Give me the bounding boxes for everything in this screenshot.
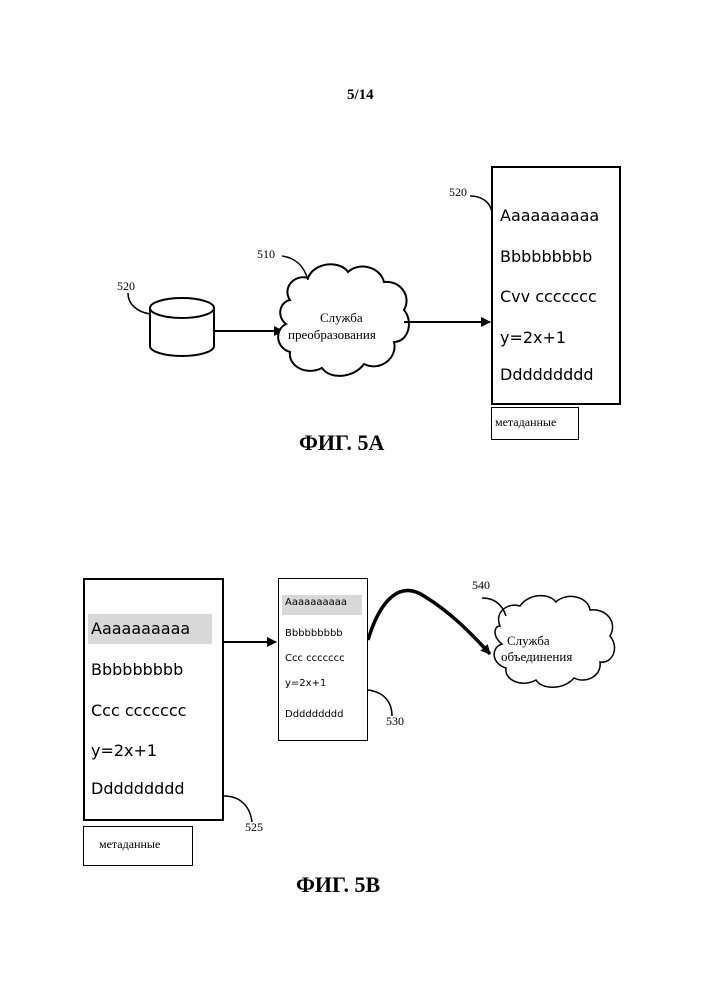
small-document-line: Bbbbbbbbb bbox=[285, 628, 343, 639]
document-line: Aaaaaaaaaa bbox=[500, 206, 599, 225]
ref-label-540: 540 bbox=[472, 578, 490, 593]
service-label-line2: преобразования bbox=[288, 327, 376, 343]
page-number: 5/14 bbox=[347, 87, 374, 104]
small-document-line: Ddddddddd bbox=[285, 709, 343, 720]
document-line: Bbbbbbbbb bbox=[500, 247, 592, 266]
database-icon bbox=[150, 298, 214, 356]
document-line: Aaaaaaaaaa bbox=[91, 619, 190, 638]
document-box: Aaaaaaaaaa Bbbbbbbbb Cvv ccccccc y=2x+1 … bbox=[491, 166, 621, 405]
leader-line-520-doc bbox=[470, 196, 492, 212]
small-document-box: Aaaaaaaaaa Bbbbbbbbb Ccc ccccccc y=2x+1 … bbox=[278, 578, 368, 741]
ref-label-510: 510 bbox=[257, 247, 275, 262]
document-line: Ddddddddd bbox=[500, 365, 594, 384]
leader-line-520-db bbox=[128, 293, 150, 314]
arrow-small-document-to-merge-service bbox=[368, 590, 490, 654]
merge-service-label-line2: объединения bbox=[501, 649, 572, 665]
metadata-box: метаданные bbox=[491, 407, 579, 440]
small-document-line: Ccc ccccccc bbox=[285, 653, 345, 664]
document-line: Ddddddddd bbox=[91, 779, 185, 798]
small-document-line: y=2x+1 bbox=[285, 678, 326, 689]
leader-line-525 bbox=[224, 796, 252, 822]
service-label-line1: Служба bbox=[320, 310, 363, 326]
figure-caption-5a: ФИГ. 5А bbox=[299, 430, 384, 456]
figure-caption-5b: ФИГ. 5В bbox=[296, 872, 380, 898]
document-line: y=2x+1 bbox=[500, 328, 566, 347]
small-document-line: Aaaaaaaaaa bbox=[285, 597, 347, 608]
ref-label-520-doc: 520 bbox=[449, 185, 467, 200]
metadata-label: метаданные bbox=[495, 415, 556, 430]
ref-label-520-db: 520 bbox=[117, 279, 135, 294]
merge-service-label-line1: Служба bbox=[507, 633, 550, 649]
document-line: Cvv ccccccc bbox=[500, 287, 597, 306]
document-line: Ccc ccccccc bbox=[91, 701, 186, 720]
document-box-5b: Aaaaaaaaaa Bbbbbbbbb Ccc ccccccc y=2x+1 … bbox=[83, 578, 224, 821]
metadata-label: метаданные bbox=[99, 837, 160, 852]
metadata-box-5b: метаданные bbox=[83, 826, 193, 866]
ref-label-530: 530 bbox=[386, 714, 404, 729]
document-line: y=2x+1 bbox=[91, 741, 157, 760]
leader-line-530 bbox=[368, 690, 392, 716]
ref-label-525: 525 bbox=[245, 820, 263, 835]
document-line: Bbbbbbbbb bbox=[91, 660, 183, 679]
